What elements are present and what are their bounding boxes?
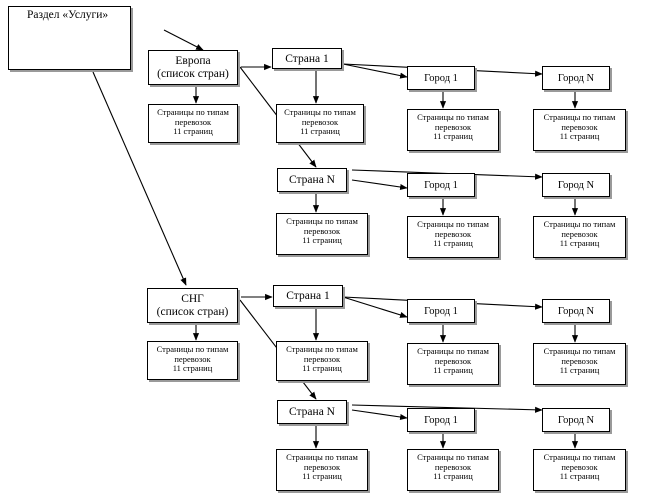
connector-arrow — [342, 63, 408, 79]
root-node-services: Раздел «Услуги» — [8, 6, 131, 70]
connector-arrow — [351, 179, 408, 191]
pages-line: Страницы по типам — [156, 344, 229, 354]
pages-line: 11 страниц — [559, 238, 600, 248]
country-label: Страна 1 — [286, 290, 330, 302]
region-node-europe: Европа (список стран) — [148, 50, 238, 85]
pages-node: Страницы по типам перевозок 11 страниц — [407, 449, 499, 491]
country-label: Страна N — [289, 174, 335, 186]
pages-node: Страницы по типам перевозок 11 страниц — [276, 341, 368, 381]
pages-line: Страницы по типам — [417, 346, 489, 356]
pages-line: перевозок — [434, 228, 472, 239]
pages-node: Страницы по типам перевозок 11 страниц — [276, 449, 368, 491]
connector-arrow — [342, 296, 408, 318]
country-node: Страна 1 — [272, 48, 342, 69]
pages-node: Страницы по типам перевозок 11 страниц — [407, 216, 499, 258]
country-label: Страна 1 — [285, 52, 329, 65]
pages-line: 11 страниц — [559, 131, 600, 141]
connector-arrow — [351, 409, 408, 421]
pages-node: Страницы по типам перевозок 11 страниц — [276, 213, 368, 255]
city-node: Город 1 — [407, 408, 475, 432]
city-node: Город 1 — [407, 299, 475, 323]
region-subtitle: (список стран) — [157, 67, 229, 80]
pages-node: Страницы по типам перевозок 11 страниц — [407, 109, 499, 151]
pages-node: Страницы по типам перевозок 11 страниц — [407, 343, 499, 385]
pages-node: Страницы по типам перевозок 11 страниц — [533, 343, 626, 385]
city-node: Город N — [542, 173, 610, 197]
region-name: СНГ — [181, 292, 204, 305]
city-label: Город N — [557, 305, 595, 317]
pages-line: Страницы по типам — [417, 112, 489, 122]
region-subtitle: (список стран) — [156, 305, 229, 318]
pages-line: 11 страниц — [302, 363, 342, 373]
pages-line: Страницы по типам — [417, 219, 489, 229]
city-label: Город N — [557, 72, 595, 84]
pages-line: Страницы по типам — [286, 216, 358, 226]
pages-line: перевозок — [561, 461, 598, 472]
city-label: Город 1 — [424, 72, 458, 84]
pages-node: Страницы по типам перевозок 11 страниц — [533, 216, 626, 258]
pages-line: Страницы по типам — [157, 107, 229, 117]
pages-line: 11 страниц — [172, 363, 213, 373]
pages-line: 11 страниц — [433, 365, 473, 375]
pages-line: 11 страниц — [433, 131, 473, 141]
pages-line: перевозок — [561, 121, 598, 132]
pages-line: Страницы по типам — [417, 452, 489, 462]
pages-line: Страницы по типам — [543, 112, 616, 122]
pages-line: 11 страниц — [559, 365, 600, 375]
pages-line: 11 страниц — [433, 471, 473, 481]
country-label: Страна N — [289, 406, 335, 418]
region-name: Европа — [175, 54, 211, 67]
pages-node: Страницы по типам перевозок 11 страниц — [276, 104, 364, 143]
country-node: Страна 1 — [273, 285, 343, 307]
connector-arrow — [92, 71, 187, 286]
pages-line: перевозок — [301, 116, 339, 127]
city-label: Город 1 — [424, 305, 458, 317]
pages-line: 11 страниц — [559, 471, 600, 481]
country-node: Страна N — [277, 400, 347, 424]
pages-line: перевозок — [561, 228, 598, 239]
pages-line: 11 страниц — [300, 126, 340, 136]
city-label: Город N — [557, 179, 595, 191]
pages-line: Страницы по типам — [543, 219, 616, 229]
city-node: Город 1 — [407, 173, 475, 197]
city-node: Город 1 — [407, 66, 475, 90]
city-label: Город 1 — [424, 414, 458, 426]
country-node: Страна N — [277, 168, 347, 192]
connector-arrow — [351, 404, 543, 413]
city-node: Город N — [542, 408, 610, 432]
city-node: Город N — [542, 299, 610, 323]
region-node-cis: СНГ (список стран) — [147, 288, 238, 323]
pages-line: перевозок — [434, 461, 472, 472]
pages-line: Страницы по типам — [543, 452, 616, 462]
pages-line: перевозок — [303, 225, 341, 236]
pages-line: перевозок — [434, 121, 472, 132]
pages-line: Страницы по типам — [543, 346, 616, 356]
pages-line: 11 страниц — [173, 126, 213, 136]
pages-line: перевозок — [303, 461, 341, 472]
pages-line: Страницы по типам — [286, 452, 358, 462]
pages-node: Страницы по типам перевозок 11 страниц — [533, 109, 626, 151]
pages-line: 11 страниц — [302, 235, 342, 245]
city-node: Город N — [542, 66, 610, 90]
pages-line: Страницы по типам — [284, 107, 356, 117]
pages-node: Страницы по типам перевозок 11 страниц — [148, 104, 238, 143]
pages-line: Страницы по типам — [286, 344, 358, 354]
root-node-label: Раздел «Услуги» — [27, 9, 109, 21]
pages-line: перевозок — [434, 355, 472, 366]
pages-line: перевозок — [174, 353, 211, 364]
pages-line: перевозок — [561, 355, 598, 366]
pages-line: перевозок — [303, 353, 341, 364]
pages-line: 11 страниц — [433, 238, 473, 248]
city-label: Город N — [557, 414, 595, 426]
pages-line: перевозок — [174, 116, 212, 127]
pages-node: Страницы по типам перевозок 11 страниц — [533, 449, 626, 491]
city-label: Город 1 — [424, 179, 458, 191]
pages-node: Страницы по типам перевозок 11 страниц — [147, 341, 238, 380]
connector-arrow — [163, 29, 204, 51]
pages-line: 11 страниц — [302, 471, 342, 481]
